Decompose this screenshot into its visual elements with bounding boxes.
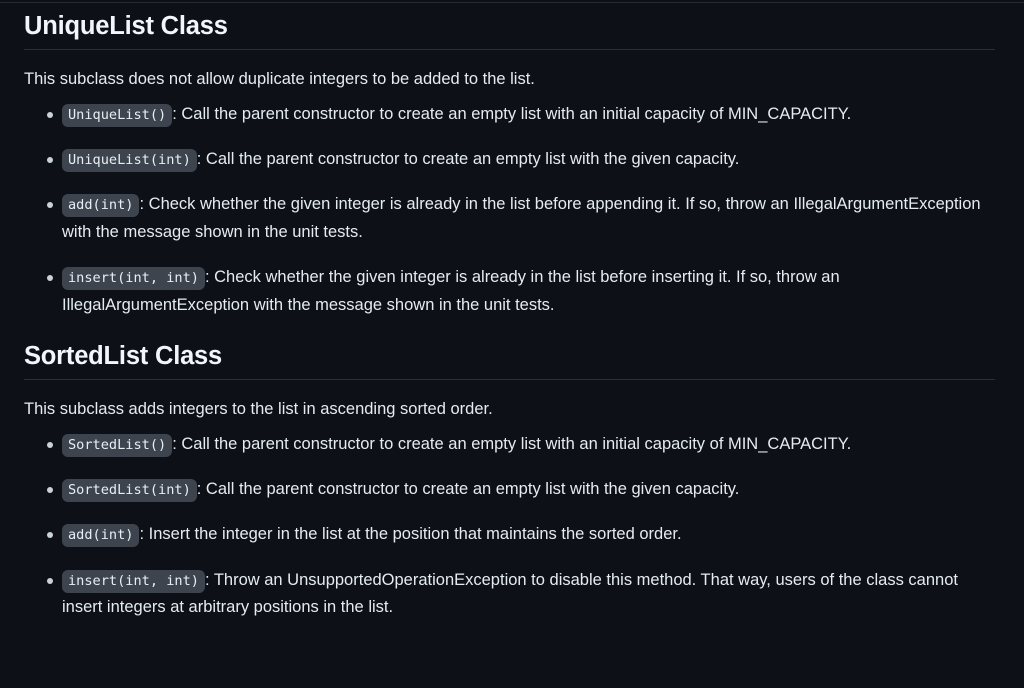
page-title: UniqueList Class bbox=[24, 12, 228, 40]
method-description: : Call the parent constructor to create … bbox=[172, 104, 852, 123]
method-signature-chip: add(int) bbox=[62, 524, 140, 548]
method-description: : Call the parent constructor to create … bbox=[196, 479, 740, 498]
bullet-icon bbox=[47, 486, 53, 493]
section-intro: This subclass adds integers to the list … bbox=[24, 400, 493, 419]
list-item: SortedList(int): Call the parent constru… bbox=[24, 476, 1000, 503]
list-item: UniqueList(int): Call the parent constru… bbox=[24, 146, 1000, 173]
bullet-icon bbox=[47, 202, 53, 209]
section-uniquelist: UniqueList Class This subclass does not … bbox=[24, 0, 1000, 319]
page-top-divider bbox=[0, 2, 1024, 3]
method-signature-chip: SortedList() bbox=[62, 433, 173, 457]
method-description: : Call the parent constructor to create … bbox=[172, 434, 852, 453]
list-item: add(int): Check whether the given intege… bbox=[24, 191, 1000, 246]
method-description: : Call the parent constructor to create … bbox=[196, 150, 740, 169]
method-signature-chip: add(int) bbox=[62, 194, 140, 218]
method-description: : Check whether the given integer is alr… bbox=[62, 268, 840, 314]
list-item: insert(int, int): Check whether the give… bbox=[24, 264, 1000, 319]
method-list-uniquelist: UniqueList(): Call the parent constructo… bbox=[24, 101, 1000, 319]
list-item: add(int): Insert the integer in the list… bbox=[24, 521, 1000, 548]
list-item: UniqueList(): Call the parent constructo… bbox=[24, 101, 1000, 128]
section-intro: This subclass does not allow duplicate i… bbox=[24, 70, 535, 89]
bullet-icon bbox=[47, 157, 53, 164]
heading-divider bbox=[24, 49, 995, 51]
method-description: : Insert the integer in the list at the … bbox=[139, 525, 682, 544]
bullet-icon bbox=[47, 532, 53, 539]
method-list-sortedlist: SortedList(): Call the parent constructo… bbox=[24, 431, 1000, 622]
bullet-icon bbox=[47, 275, 53, 282]
method-description: : Check whether the given integer is alr… bbox=[62, 195, 981, 241]
bullet-icon bbox=[47, 111, 53, 118]
bullet-icon bbox=[47, 577, 53, 584]
heading-divider bbox=[24, 379, 995, 381]
bullet-icon bbox=[47, 441, 53, 448]
section-sortedlist: SortedList Class This subclass adds inte… bbox=[24, 319, 1000, 622]
method-signature-chip: insert(int, int) bbox=[62, 569, 205, 593]
method-signature-chip: insert(int, int) bbox=[62, 267, 205, 291]
section-title-sortedlist: SortedList Class bbox=[24, 341, 223, 370]
method-description: : Throw an UnsupportedOperationException… bbox=[62, 570, 958, 617]
method-signature-chip: SortedList(int) bbox=[62, 478, 197, 502]
list-item: insert(int, int): Throw an UnsupportedOp… bbox=[24, 567, 1000, 622]
list-item: SortedList(): Call the parent constructo… bbox=[24, 431, 1000, 458]
method-signature-chip: UniqueList(int) bbox=[62, 149, 197, 173]
method-signature-chip: UniqueList() bbox=[62, 103, 173, 127]
